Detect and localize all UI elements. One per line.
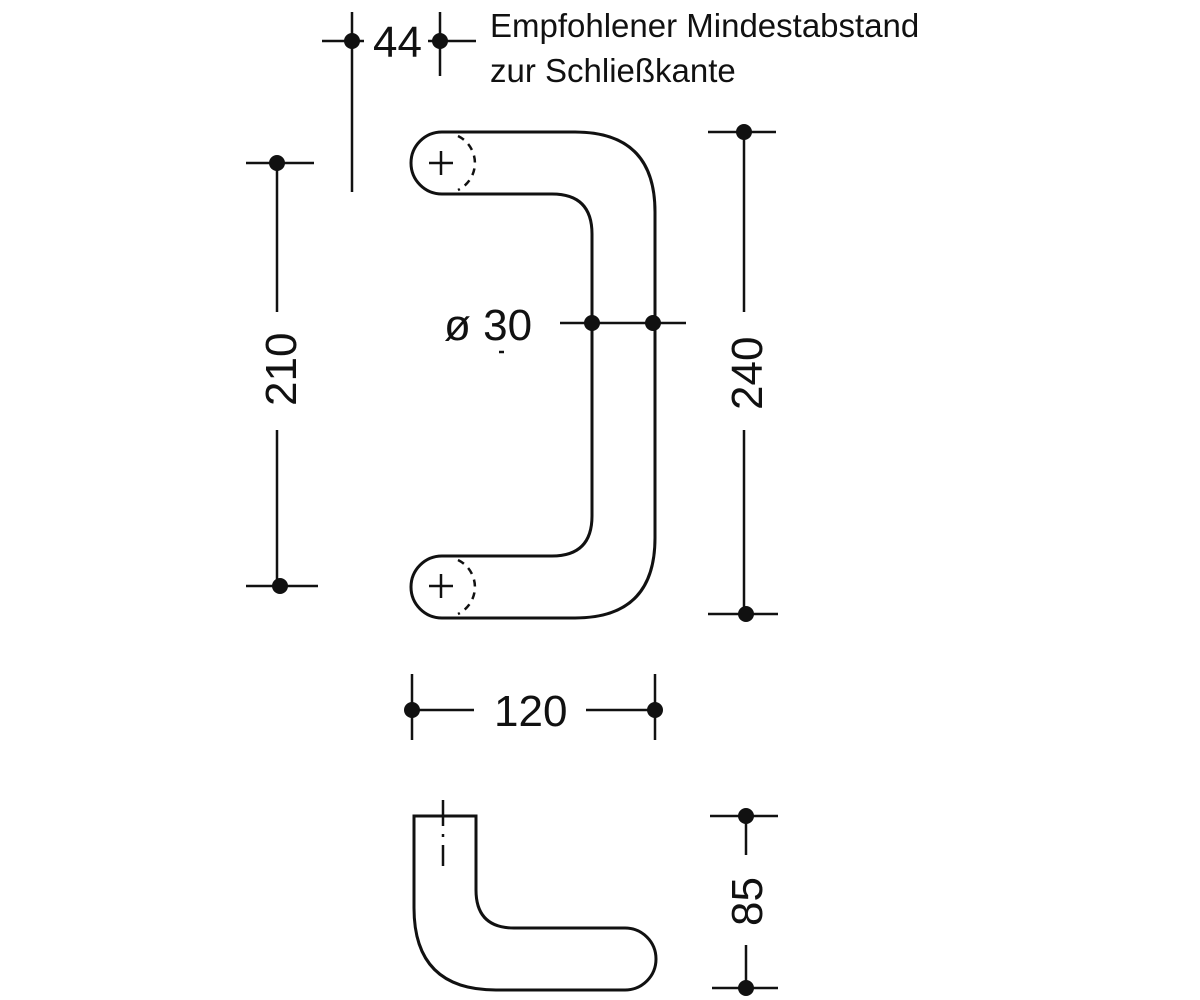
projection-dimension: 85	[710, 808, 778, 996]
side-view-outline	[412, 814, 658, 992]
top-mount-point-icon	[429, 151, 453, 175]
diameter-dimension: ø 30	[444, 301, 686, 354]
mounting-distance-label: 210	[257, 333, 306, 406]
handle-side-view	[412, 800, 658, 992]
mounting-distance-dimension: 210	[246, 155, 318, 594]
overall-height-dimension: 240	[708, 124, 778, 622]
overall-height-label: 240	[723, 337, 772, 410]
note-line-2: zur Schließkante	[490, 52, 736, 89]
bottom-mount-hidden-edge	[457, 558, 477, 616]
edge-distance-note: Empfohlener Mindestabstand zur Schließka…	[490, 7, 919, 89]
edge-distance-label: 44	[373, 18, 422, 67]
edge-distance-dimension: 44	[322, 12, 476, 192]
handle-front-view	[409, 130, 657, 620]
projection-label: 85	[723, 877, 772, 926]
depth-dimension: 120	[404, 674, 663, 740]
note-line-1: Empfohlener Mindestabstand	[490, 7, 919, 44]
bottom-mount-point-icon	[429, 574, 453, 598]
diameter-label: ø 30	[444, 301, 532, 350]
handle-outline	[409, 130, 657, 620]
depth-label: 120	[494, 687, 567, 736]
top-mount-hidden-edge	[457, 134, 477, 192]
